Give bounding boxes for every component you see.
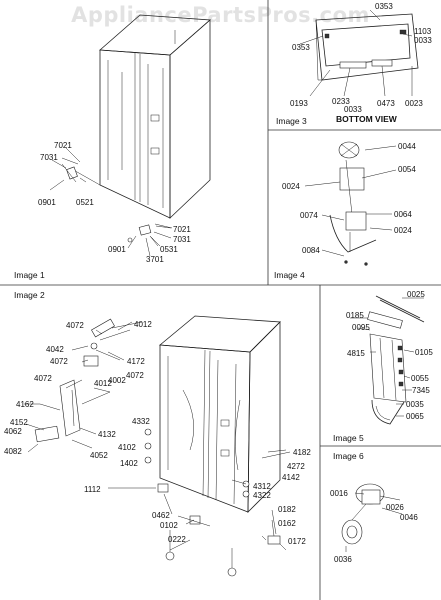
- caption-image2: Image 2: [14, 290, 45, 300]
- label-0462: 0462: [152, 511, 170, 520]
- label-0035: 0035: [406, 400, 424, 409]
- image1-labels: 7021 7031 0901 0521 7021 7031 0531 0901 …: [14, 141, 191, 280]
- label-4142: 4142: [282, 473, 300, 482]
- label-4815: 4815: [347, 349, 365, 358]
- label-0182: 0182: [278, 505, 296, 514]
- label-0065: 0065: [406, 412, 424, 421]
- label-4012: 4012: [134, 320, 152, 329]
- label-0046: 0046: [400, 513, 418, 522]
- label-4322: 4322: [253, 491, 271, 500]
- label-0025: 0025: [407, 290, 425, 299]
- label-4072: 4072: [66, 321, 84, 330]
- label-0102: 0102: [160, 521, 178, 530]
- label-0095: 0095: [352, 323, 370, 332]
- label-1112: 1112: [84, 485, 101, 494]
- image2-drawing: [24, 315, 291, 577]
- label-0473: 0473: [377, 99, 395, 108]
- label-0033: 0033: [344, 105, 362, 114]
- label-0531: 0531: [160, 245, 178, 254]
- label-4062: 4062: [4, 427, 22, 436]
- image5-labels: 0025 0185 0095 4815 0105 0055 7345 0035 …: [333, 290, 433, 443]
- label-0016: 0016: [330, 489, 348, 498]
- subtitle-bottom-view: BOTTOM VIEW: [336, 114, 398, 124]
- image4-labels: 0044 0024 0054 0074 0064 0024 0084 Image…: [274, 142, 416, 280]
- label-4072: 4072: [50, 357, 68, 366]
- label-0901: 0901: [108, 245, 126, 254]
- caption-image1: Image 1: [14, 270, 45, 280]
- label-1103: 1103: [414, 27, 432, 36]
- label-0036: 0036: [334, 555, 352, 564]
- image6-labels: 0016 0026 0046 0036 Image 6: [330, 451, 418, 564]
- label-7021: 7021: [54, 141, 72, 150]
- label-0193: 0193: [290, 99, 308, 108]
- label-0084: 0084: [302, 246, 320, 255]
- image3-labels: 0353 0353 1103 0033 0193 0233 0033 0473 …: [276, 2, 432, 126]
- label-0172: 0172: [288, 537, 306, 546]
- label-0024: 0024: [394, 226, 412, 235]
- image6-drawing: [341, 483, 403, 552]
- label-0055: 0055: [411, 374, 429, 383]
- label-0185: 0185: [346, 311, 364, 320]
- label-0026: 0026: [386, 503, 404, 512]
- image3-drawing: [299, 9, 419, 97]
- label-0162: 0162: [278, 519, 296, 528]
- caption-image4: Image 4: [274, 270, 305, 280]
- label-0353: 0353: [292, 43, 310, 52]
- label-7031: 7031: [40, 153, 58, 162]
- label-0222: 0222: [168, 535, 186, 544]
- label-7345: 7345: [412, 386, 430, 395]
- label-4182: 4182: [293, 448, 311, 457]
- label-4082: 4082: [4, 447, 22, 456]
- label-4132: 4132: [98, 430, 116, 439]
- caption-image5: Image 5: [333, 433, 364, 443]
- label-4002: 4002: [108, 376, 126, 385]
- label-4172: 4172: [127, 357, 145, 366]
- label-0033: 0033: [414, 36, 432, 45]
- label-4042: 4042: [46, 345, 64, 354]
- image1-drawing: [49, 14, 211, 257]
- label-4312: 4312: [253, 482, 271, 491]
- label-7031: 7031: [173, 235, 191, 244]
- label-0054: 0054: [398, 165, 416, 174]
- caption-image3: Image 3: [276, 116, 307, 126]
- image4-drawing: [304, 141, 397, 266]
- label-0105: 0105: [415, 348, 433, 357]
- label-4072: 4072: [34, 374, 52, 383]
- watermark: AppliancePartsPros.com: [71, 3, 370, 27]
- label-4152: 4152: [10, 418, 28, 427]
- label-4332: 4332: [132, 417, 150, 426]
- label-0023: 0023: [405, 99, 423, 108]
- label-0521: 0521: [76, 198, 94, 207]
- caption-image6: Image 6: [333, 451, 364, 461]
- label-3701: 3701: [146, 255, 164, 264]
- label-4162: 4162: [16, 400, 34, 409]
- label-4012: 4012: [94, 379, 112, 388]
- label-0074: 0074: [300, 211, 318, 220]
- label-0233: 0233: [332, 97, 350, 106]
- label-4052: 4052: [90, 451, 108, 460]
- image2-labels: 4072 4012 4042 4072 4172 4072 4002 4072 …: [4, 290, 311, 546]
- label-1402: 1402: [120, 459, 138, 468]
- label-0024: 0024: [282, 182, 300, 191]
- label-0901: 0901: [38, 198, 56, 207]
- label-7021: 7021: [173, 225, 191, 234]
- label-4072: 4072: [126, 371, 144, 380]
- image5-drawing: [350, 295, 425, 425]
- label-4272: 4272: [287, 462, 305, 471]
- label-0044: 0044: [398, 142, 416, 151]
- label-0064: 0064: [394, 210, 412, 219]
- label-0353: 0353: [375, 2, 393, 11]
- label-4102: 4102: [118, 443, 136, 452]
